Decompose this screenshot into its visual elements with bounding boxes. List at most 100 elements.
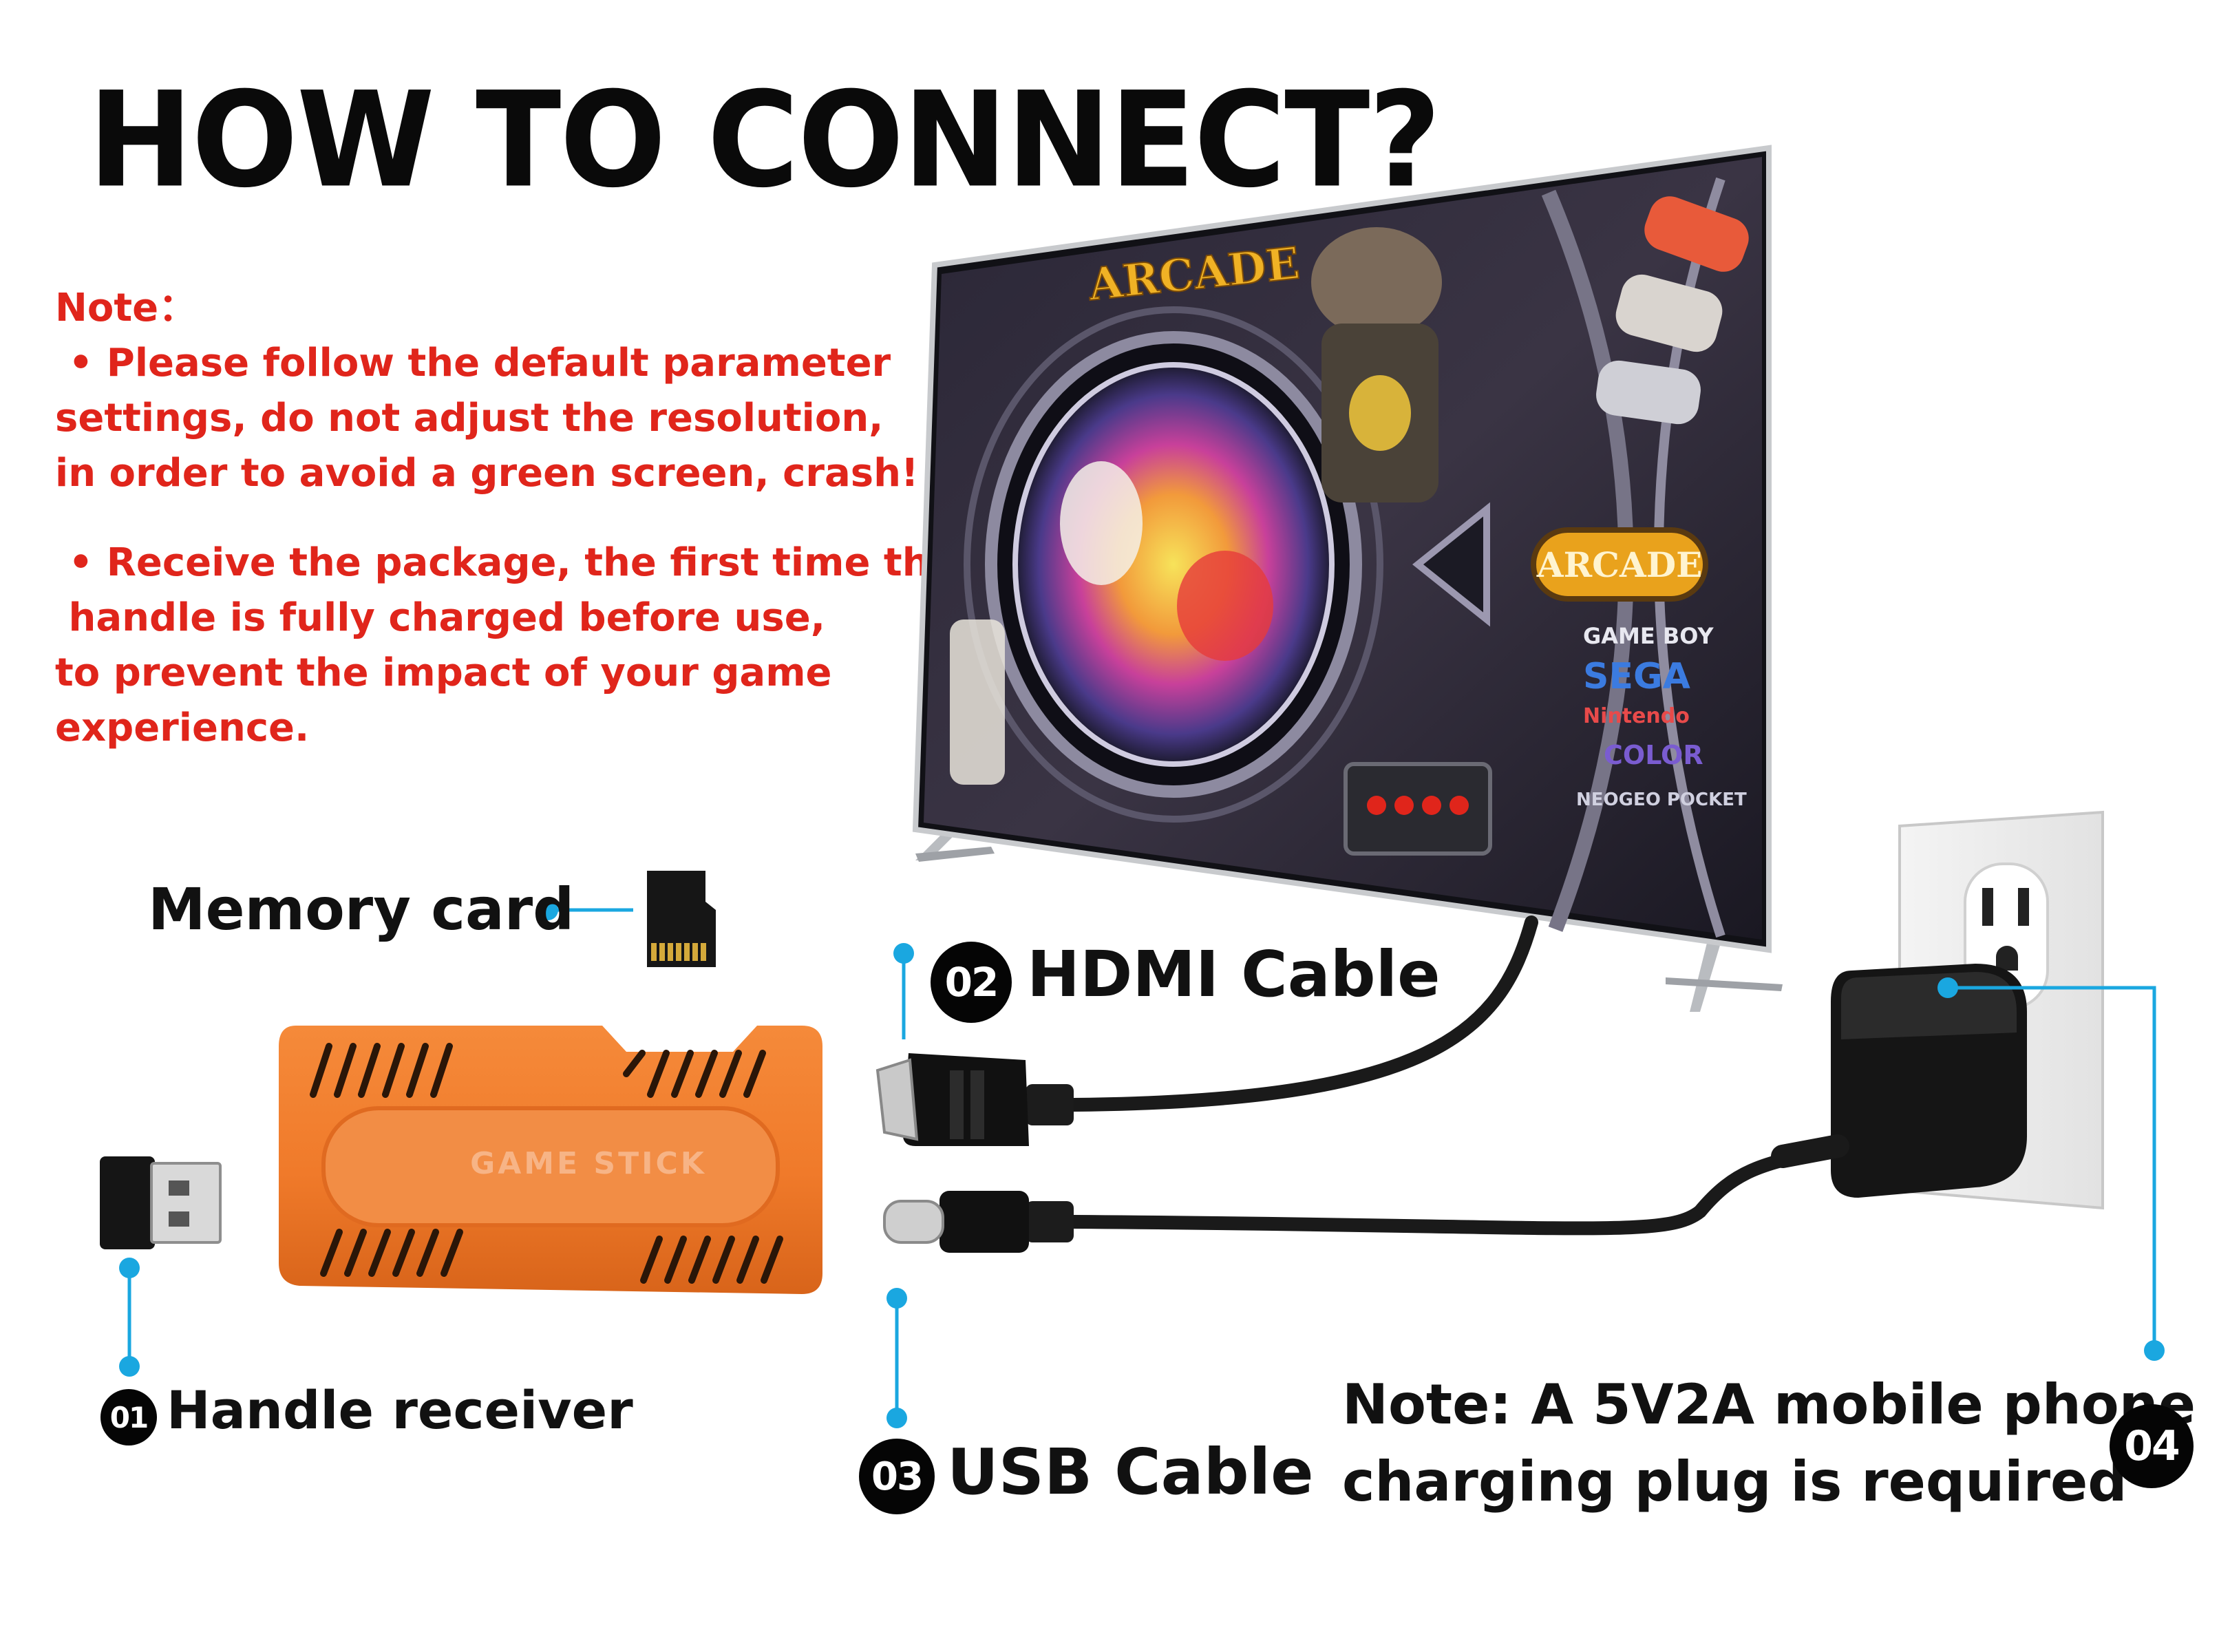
note-line: handle is fully charged before use, xyxy=(55,595,825,640)
card-contact xyxy=(701,943,706,961)
page-title: HOW TO CONNECT? xyxy=(88,63,1441,217)
leader-dot xyxy=(886,1288,907,1309)
game-wheel-inner xyxy=(1012,362,1335,767)
outlet-ground-hole xyxy=(1996,946,2018,971)
vent-slot xyxy=(430,1043,453,1098)
vent-slot xyxy=(310,1043,332,1098)
usb-cable xyxy=(1067,1143,1838,1236)
card-contact xyxy=(651,943,657,961)
note-line: to prevent the impact of your game xyxy=(55,650,832,695)
card-contact xyxy=(668,943,673,961)
note-line: experience. xyxy=(55,706,310,750)
vent-slot xyxy=(358,1043,381,1098)
leader-dot xyxy=(1937,977,1958,998)
hdmi-grip xyxy=(970,1070,984,1139)
dongle-contact xyxy=(169,1211,189,1227)
console-tile xyxy=(1596,360,1701,425)
step-badge-03: 03 xyxy=(859,1439,935,1514)
outlet-slot xyxy=(1982,888,1993,926)
brand-nintendo: Nintendo xyxy=(1583,704,1690,728)
vent-slot xyxy=(761,1236,783,1284)
vent-slot xyxy=(647,1050,670,1098)
vent-slot xyxy=(623,1050,646,1077)
console-tile xyxy=(1644,196,1749,272)
note-heading: Note： xyxy=(55,286,198,330)
charger-strain-relief xyxy=(1771,1134,1849,1168)
charging-note-line: charging plug is required xyxy=(1342,1450,2127,1514)
tv-leg-right xyxy=(1690,943,1721,1012)
dongle-body xyxy=(100,1156,155,1249)
leader-dots xyxy=(119,900,2165,1428)
card-contact xyxy=(676,943,681,961)
note-line: • Please follow the default parameter xyxy=(55,341,891,385)
medallion xyxy=(1349,375,1411,451)
fighter-figure xyxy=(950,620,1005,785)
hdmi-plug-body xyxy=(902,1053,1029,1146)
vent-slot xyxy=(719,1050,742,1098)
card-contact xyxy=(659,943,665,961)
step-badge-02: 02 xyxy=(931,942,1012,1023)
brand-gameboy: GAME BOY xyxy=(1583,623,1714,649)
usb-cable-label: USB Cable xyxy=(947,1435,1314,1509)
character-shape xyxy=(1060,461,1143,585)
console-tile xyxy=(1615,274,1723,352)
dongle-usb-connector xyxy=(150,1162,222,1244)
vent-slot xyxy=(344,1229,367,1277)
vent-slot xyxy=(440,1229,463,1277)
hdmi-connector-tip xyxy=(875,1058,919,1141)
note-line: in order to avoid a green screen, crash! xyxy=(55,451,919,496)
game-stick-panel xyxy=(321,1106,780,1227)
note-block: Note： • Please follow the default parame… xyxy=(55,281,956,756)
memory-card-label: Memory card xyxy=(148,876,575,943)
game-stick: GAME STICK xyxy=(279,1026,822,1294)
brand-color: COLOR xyxy=(1604,740,1703,770)
arcade-logo-mid xyxy=(1531,527,1708,602)
leader-lines xyxy=(127,908,2156,1418)
note-line: settings, do not adjust the resolution, xyxy=(55,396,884,441)
vent-slot xyxy=(640,1236,663,1284)
step-badge-01: 01 xyxy=(100,1389,157,1446)
dongle-contact xyxy=(169,1180,189,1196)
usb-c-tip xyxy=(883,1200,944,1244)
leader-dot xyxy=(886,1408,907,1428)
brand-sega: SEGA xyxy=(1583,656,1690,697)
hdmi-plug xyxy=(875,1053,1074,1146)
vent-slot xyxy=(743,1050,766,1098)
hdmi-cable xyxy=(1067,915,1538,1112)
boss-figure-head xyxy=(1311,227,1442,337)
arcade-button xyxy=(1422,796,1441,815)
charger-highlight xyxy=(1841,972,2017,1039)
hdmi-cable-label: HDMI Cable xyxy=(1027,938,1441,1011)
leader-line-charger xyxy=(1948,986,2156,1349)
card-contact xyxy=(692,943,698,961)
leader-dot xyxy=(538,900,558,920)
step-badge-04: 04 xyxy=(2110,1404,2194,1488)
charging-note: Note: A 5V2A mobile phone charging plug … xyxy=(1342,1366,2196,1521)
vent-slot xyxy=(688,1236,711,1284)
card-contact xyxy=(684,943,690,961)
game-wheel-outer-ring xyxy=(964,306,1383,823)
vent-slots xyxy=(310,1043,783,1284)
cables xyxy=(1067,915,1849,1236)
wall-outlet-assembly xyxy=(1831,810,2104,1210)
leader-dot xyxy=(893,943,914,964)
tv-leg-right-foot xyxy=(1666,977,1783,991)
game-stick-label: GAME STICK xyxy=(470,1146,707,1181)
usb-c-plug xyxy=(883,1191,1074,1253)
vent-slot xyxy=(406,1043,429,1098)
memory-card xyxy=(647,871,716,967)
vent-slot xyxy=(712,1236,735,1284)
outlet-slot xyxy=(2018,888,2029,926)
carousel-arrow xyxy=(1412,502,1490,627)
arcade-button xyxy=(1394,796,1414,815)
vent-slot xyxy=(392,1229,415,1277)
vent-slot xyxy=(671,1050,694,1098)
tv: ARCADE ARCADE GAME BOY SEGA Nintendo COL… xyxy=(912,145,1783,1012)
charging-note-line: Note: A 5V2A mobile phone xyxy=(1342,1373,2196,1437)
arcade-button xyxy=(1367,796,1386,815)
vent-slot xyxy=(736,1236,759,1284)
arcade-button xyxy=(1450,796,1469,815)
vent-slot xyxy=(334,1043,357,1098)
